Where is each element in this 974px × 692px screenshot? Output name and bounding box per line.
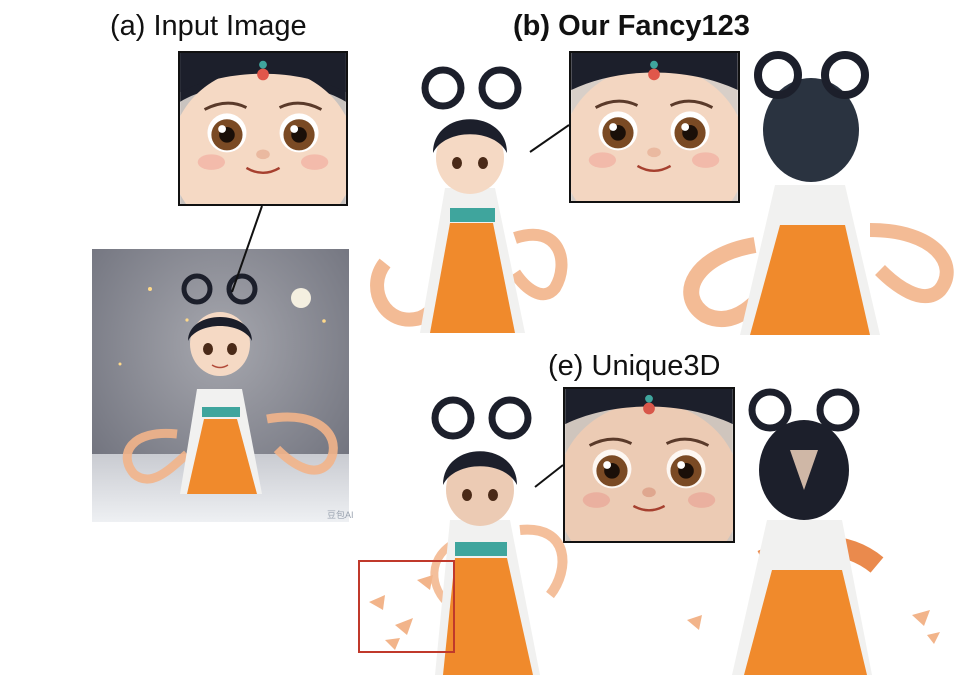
unique3d-face-zoom	[563, 387, 735, 543]
input-image	[92, 249, 349, 522]
artifact-highlight-box	[358, 560, 455, 653]
fancy123-front-render	[365, 48, 570, 344]
input-face-zoom	[178, 51, 348, 206]
fancy123-face-zoom	[569, 51, 740, 203]
unique3d-back-render	[672, 380, 962, 685]
unique3d-front-render	[355, 380, 575, 685]
input-image-label: (a) Input Image	[110, 10, 307, 42]
watermark-text: 豆包AI	[327, 510, 354, 520]
fancy123-back-render	[665, 45, 965, 350]
fancy123-label: (b) Our Fancy123	[513, 10, 750, 42]
unique3d-label: (e) Unique3D	[548, 350, 721, 382]
